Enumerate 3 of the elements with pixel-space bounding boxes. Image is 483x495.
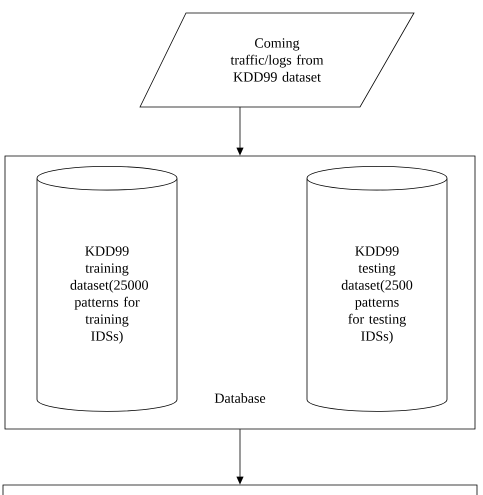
process-box [2, 484, 478, 495]
database-cylinder: KDD99 training dataset(25000 patterns for training IDSs) [36, 166, 178, 412]
database-cylinder: KDD99 testing dataset(2500 patterns for testing IDSs) [306, 166, 448, 412]
